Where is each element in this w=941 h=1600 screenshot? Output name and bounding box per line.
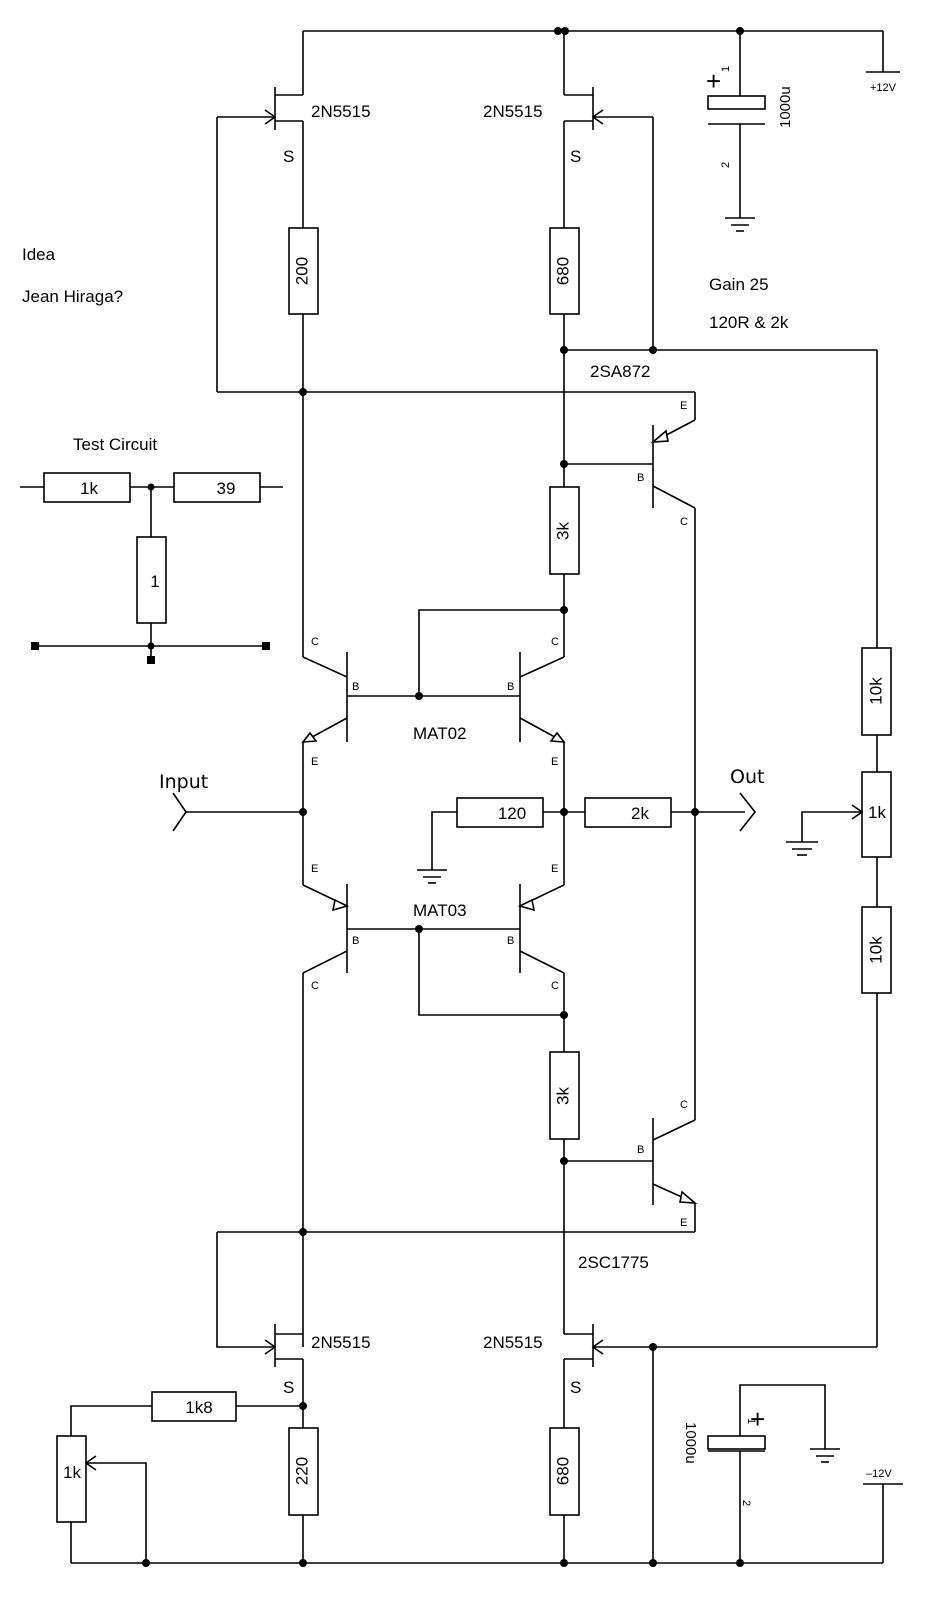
pnp-pin-e: E xyxy=(680,400,687,412)
resistor-220 xyxy=(288,1427,319,1516)
negative-rail xyxy=(71,1483,903,1564)
mat02-left-b: B xyxy=(352,681,359,693)
mat03-left-c: C xyxy=(311,980,319,992)
resistor-680-top-value: 680 xyxy=(553,257,572,285)
mat02-right-e: E xyxy=(551,756,558,768)
jfet-bottom-right xyxy=(563,1324,877,1563)
capacitor-bottom xyxy=(707,1384,840,1563)
mat02-pair xyxy=(301,652,566,885)
jfet-bottom-right-label: 2N5515 xyxy=(483,1333,543,1352)
mat02-base-tie xyxy=(418,609,564,696)
test-circuit xyxy=(20,472,283,664)
mat03-left-e: E xyxy=(311,863,318,875)
mat03-label: MAT03 xyxy=(413,901,467,920)
note-author: Jean Hiraga? xyxy=(22,287,123,306)
resistor-1k8-value: 1k8 xyxy=(185,1398,212,1417)
source-trim-network xyxy=(56,1391,303,1563)
jfet-bottom-left-source: S xyxy=(283,1378,294,1397)
pnp-pin-b: B xyxy=(637,472,644,484)
resistor-2k-value: 2k xyxy=(631,804,649,823)
resistor-680-bottom-value: 680 xyxy=(553,1457,572,1485)
jfet-top-left-label: 2N5515 xyxy=(311,102,371,121)
npn-label: 2SC1775 xyxy=(578,1253,649,1272)
jfet-top-right-label: 2N5515 xyxy=(483,102,543,121)
positive-rail xyxy=(302,30,900,95)
offset-divider xyxy=(786,647,892,1347)
npn-pin-e: E xyxy=(680,1217,687,1229)
resistor-200-value: 200 xyxy=(292,257,311,285)
cap-top-value: 1000u xyxy=(777,86,794,128)
resistor-3k-top xyxy=(549,486,580,575)
resistor-680-top xyxy=(549,227,580,315)
capacitor-top xyxy=(707,31,766,232)
pot-1k-left-value: 1k xyxy=(63,1463,81,1482)
jfet-top-left xyxy=(216,87,304,392)
mat02-right-c: C xyxy=(551,636,559,648)
npn-pin-c: C xyxy=(680,1099,688,1111)
resistor-10k-top-value: 10k xyxy=(866,677,885,705)
jfet-bottom-left-label: 2N5515 xyxy=(311,1333,371,1352)
resistor-120-value: 120 xyxy=(498,804,526,823)
note-gain-detail: 120R & 2k xyxy=(709,313,789,332)
neg-supply-label: –12V xyxy=(866,1468,892,1480)
cap-top-pin1: 1 xyxy=(720,66,732,72)
test-r-right-value: 39 xyxy=(217,479,236,498)
jfet-bottom-left xyxy=(216,1232,304,1428)
jfet-bottom-right-source: S xyxy=(570,1378,581,1397)
cap-bottom-plus: + xyxy=(750,1404,765,1434)
resistor-3k-bottom-value: 3k xyxy=(553,1087,572,1105)
cap-bottom-pin2: 2 xyxy=(740,1500,752,1506)
test-r-shunt-value: 1 xyxy=(150,572,159,591)
mat02-left-e: E xyxy=(311,756,318,768)
pos-supply-label: +12V xyxy=(870,82,897,94)
resistor-680-bottom xyxy=(549,1427,580,1516)
test-circuit-title: Test Circuit xyxy=(73,435,157,454)
pnp-label: 2SA872 xyxy=(590,362,651,381)
output-label: Out xyxy=(730,766,764,788)
npn-pin-b: B xyxy=(637,1144,644,1156)
test-r-left-value: 1k xyxy=(80,479,98,498)
mat02-left-c: C xyxy=(311,636,319,648)
feedback-network xyxy=(417,792,757,884)
jfet-top-left-source: S xyxy=(283,147,294,166)
npn-2sc1775 xyxy=(564,1118,698,1232)
resistor-10k-bottom-value: 10k xyxy=(866,936,885,964)
mat02-label: MAT02 xyxy=(413,724,467,743)
input-terminal xyxy=(172,792,303,832)
note-idea: Idea xyxy=(22,245,56,264)
resistor-3k-bottom xyxy=(549,1051,580,1140)
cap-top-plus: + xyxy=(706,66,721,96)
cap-bottom-value: 1000u xyxy=(682,1422,699,1464)
mat03-left-b: B xyxy=(352,935,359,947)
cap-top-pin2: 2 xyxy=(720,162,732,168)
jfet-top-right xyxy=(563,31,654,350)
mat02-right-b: B xyxy=(507,681,514,693)
mat03-right-e: E xyxy=(551,863,558,875)
pnp-2sa872 xyxy=(564,392,696,1120)
resistor-220-value: 220 xyxy=(292,1457,311,1485)
resistor-3k-top-value: 3k xyxy=(553,522,572,540)
note-gain: Gain 25 xyxy=(709,275,769,294)
pot-1k-value: 1k xyxy=(868,803,886,822)
mat03-right-b: B xyxy=(507,935,514,947)
mat03-right-c: C xyxy=(551,980,559,992)
mat03-pair xyxy=(302,884,565,1347)
pnp-pin-c: C xyxy=(680,516,688,528)
input-label: Input xyxy=(159,771,208,793)
resistor-200 xyxy=(288,227,319,657)
junction-dots xyxy=(142,27,744,1567)
jfet-top-right-source: S xyxy=(570,147,581,166)
cap-bottom-pin1: 1 xyxy=(745,1418,757,1424)
